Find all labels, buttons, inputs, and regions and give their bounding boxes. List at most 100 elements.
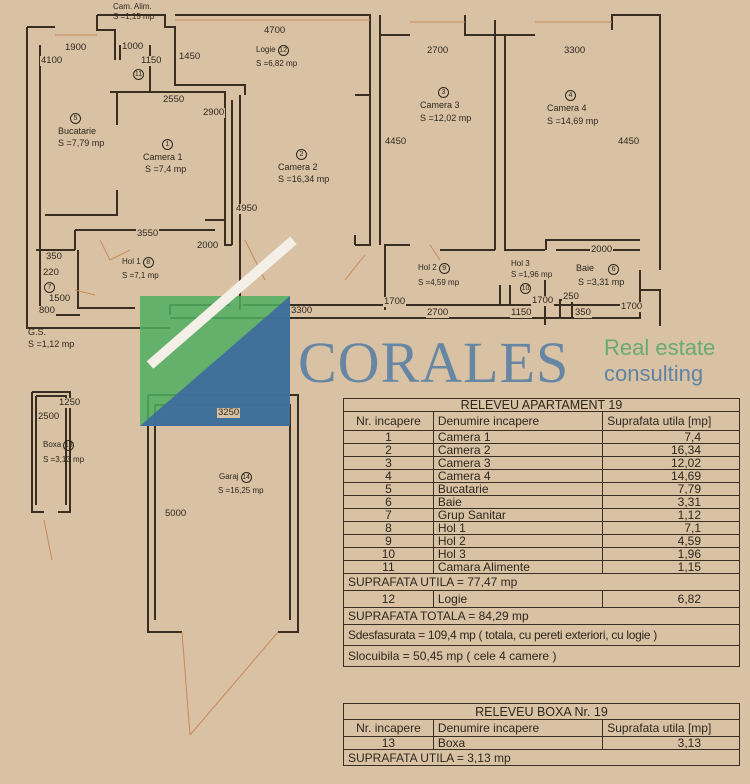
table-cell: Logie <box>432 590 604 608</box>
room-number-5: 5 <box>68 112 81 124</box>
table-cell: 7,1 <box>602 521 740 535</box>
suprafata-utila-row: SUPRAFATA UTILA = 3,13 mp <box>343 749 740 766</box>
room-area-hol-2: S =4,59 mp <box>418 278 460 287</box>
slocuibila-row: Slocuibila = 50,45 mp ( cele 4 camere ) <box>343 645 740 667</box>
dimension: 1700 <box>531 295 555 306</box>
table-cell: 12,02 <box>602 456 740 470</box>
table-cell: 7,4 <box>602 430 740 444</box>
room-area-garaj: S =16,25 mp <box>218 486 264 495</box>
room-label-camera-3: Camera 3 <box>420 100 460 110</box>
sdesfasurata-row: Sdesfasurata = 109,4 mp ( totala, cu per… <box>343 624 740 646</box>
table-cell: 3 <box>343 456 434 470</box>
dimension: 800 <box>38 305 56 316</box>
dimension: 2900 <box>202 107 226 118</box>
table-cell: 9 <box>343 534 434 548</box>
table-cell: 3,31 <box>602 495 740 509</box>
table-cell: Boxa <box>432 736 604 750</box>
dimension: 1450 <box>178 51 202 62</box>
dimension: 2550 <box>162 94 186 105</box>
table-cell: 1,96 <box>602 547 740 561</box>
room-label-camera-1: Camera 1 <box>143 152 183 162</box>
table-cell: Camera 3 <box>432 456 604 470</box>
room-number-1: 1 <box>160 138 173 150</box>
dimension: 350 <box>574 307 592 318</box>
room-area-logie: S =6,82 mp <box>256 59 298 68</box>
room-area-gs: S =1,12 mp <box>28 339 75 349</box>
dimension: 4450 <box>617 136 641 147</box>
column-header: Nr. incapere <box>343 411 434 431</box>
dimension: 250 <box>562 291 580 302</box>
room-number-10: 10 <box>520 283 531 294</box>
dimension: 4100 <box>40 55 64 66</box>
dimension: 3250 <box>217 407 241 418</box>
table-cell: Hol 1 <box>432 521 604 535</box>
room-label-gs: G.S. <box>28 327 47 337</box>
table-cell: Hol 2 <box>432 534 604 548</box>
table-cell: 2 <box>343 443 434 457</box>
column-header: Suprafata utila [mp] <box>602 411 740 431</box>
room-number-2: 2 <box>294 148 307 160</box>
boxa-area-table: RELEVEU BOXA Nr. 19 Nr. incapere Denumir… <box>343 703 740 766</box>
table-cell: Camera 2 <box>432 443 604 457</box>
table-cell: 6 <box>343 495 434 509</box>
table-cell: 6,82 <box>602 590 740 608</box>
apartment-area-table: RELEVEU APARTAMENT 19 Nr. incapere Denum… <box>343 398 740 667</box>
room-area-camera-3: S =12,02 mp <box>420 113 472 123</box>
dimension: 1150 <box>510 307 533 318</box>
dimension: 1500 <box>48 293 72 304</box>
dimension: 1250 <box>58 397 82 408</box>
dimension: 220 <box>42 267 60 278</box>
dimension: 4950 <box>235 203 259 214</box>
table-cell: Bucatarie <box>432 482 604 496</box>
table-cell: 3,13 <box>602 736 740 750</box>
table-cell: 11 <box>343 560 434 574</box>
column-header: Nr. incapere <box>343 719 434 737</box>
dimension: 5000 <box>164 508 188 519</box>
table-cell: 1,15 <box>602 560 740 574</box>
room-label-hol-3: Hol 3 <box>511 259 530 268</box>
table-cell: 8 <box>343 521 434 535</box>
dimension: 2000 <box>196 240 220 251</box>
dimension: 4450 <box>384 136 408 147</box>
dimension: 2000 <box>590 244 614 255</box>
table-title: RELEVEU BOXA Nr. 19 <box>343 703 740 720</box>
logo-wordmark: CORALES <box>298 330 570 395</box>
table-cell: 7,79 <box>602 482 740 496</box>
column-header: Suprafata utila [mp] <box>602 719 740 737</box>
room-area-camera-1: S =7,4 mp <box>145 164 187 174</box>
dimension: 1900 <box>64 42 88 53</box>
room-number-11: 11 <box>133 69 144 80</box>
dimension: 350 <box>45 251 63 262</box>
table-cell: 1 <box>343 430 434 444</box>
logo-tagline-2: consulting <box>604 361 704 386</box>
column-header: Denumire incapere <box>432 719 604 737</box>
table-cell: 5 <box>343 482 434 496</box>
table-cell: 4,59 <box>602 534 740 548</box>
room-number-3: 3 <box>436 86 449 98</box>
room-area-bucatarie: S =7,79 mp <box>58 138 105 148</box>
table-cell: 16,34 <box>602 443 740 457</box>
table-cell: Hol 3 <box>432 547 604 561</box>
dimension: 3550 <box>136 228 160 239</box>
room-area-cam-alim: S =1,15 mp <box>113 12 155 21</box>
column-header: Denumire incapere <box>432 411 604 431</box>
table-cell: 1,12 <box>602 508 740 522</box>
table-cell: 12 <box>343 590 434 608</box>
table-cell: Camera 4 <box>432 469 604 483</box>
room-number-4: 4 <box>563 89 576 101</box>
dimension: 2700 <box>426 45 450 56</box>
table-cell: Camera 1 <box>432 430 604 444</box>
table-cell: 4 <box>343 469 434 483</box>
